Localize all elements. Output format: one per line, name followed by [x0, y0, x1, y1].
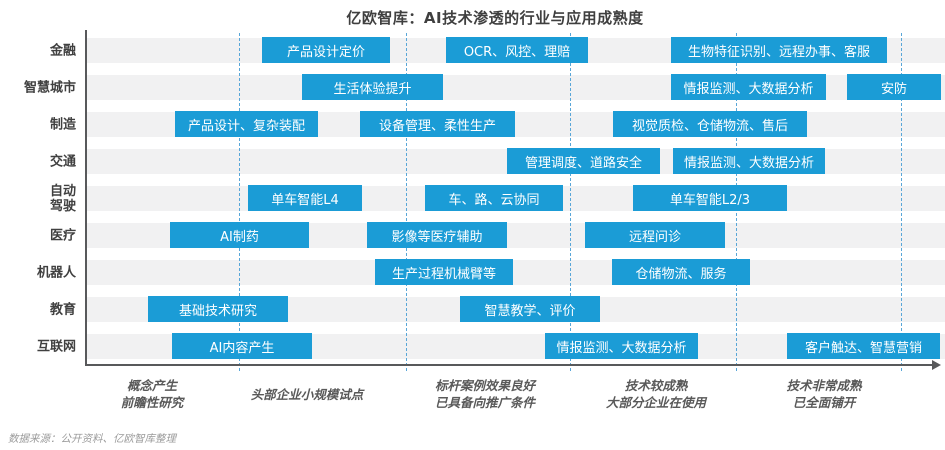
row-label-autonomous-driving: 自动 驾驶	[49, 183, 76, 214]
row-label-internet: 互联网	[36, 339, 76, 354]
app-box-internet-1: 情报监测、大数据分析	[545, 333, 698, 359]
app-box-finance-0: 产品设计定价	[262, 37, 390, 63]
app-box-education-0: 基础技术研究	[148, 296, 288, 322]
row-label-smart-city: 智慧城市	[23, 80, 76, 95]
row-label-healthcare: 医疗	[49, 228, 76, 243]
stage-label-line: 前瞻性研究	[120, 395, 184, 410]
app-box-internet-0: AI内容产生	[172, 333, 312, 359]
source-note: 数据来源：公开资料、亿欧智库整理	[8, 433, 176, 445]
app-box-finance-2: 生物特征识别、远程办事、客服	[671, 37, 887, 63]
app-box-robotics-0: 生产过程机械臂等	[375, 259, 513, 285]
app-box-smart-city-0: 生活体验提升	[302, 74, 443, 100]
app-box-smart-city-1: 情报监测、大数据分析	[671, 74, 826, 100]
app-box-internet-2: 客户触达、智慧营销	[787, 333, 940, 359]
stage-label-line: 头部企业小规模试点	[250, 386, 364, 402]
app-box-finance-1: OCR、风控、理赔	[446, 37, 588, 63]
app-box-autonomous-driving-2: 单车智能L2/3	[633, 185, 787, 211]
row-band-robotics	[86, 260, 945, 285]
app-box-manufacturing-1: 设备管理、柔性生产	[360, 111, 515, 137]
app-box-manufacturing-0: 产品设计、复杂装配	[175, 111, 318, 137]
stage-label-concept: 概念产生前瞻性研究	[121, 376, 184, 412]
chart-title: 亿欧智库：AI技术渗透的行业与应用成熟度	[346, 9, 644, 27]
stage-label-line: 大部分企业在使用	[605, 395, 707, 410]
app-box-healthcare-1: 影像等医疗辅助	[367, 222, 507, 248]
stage-label-fully-deployed: 技术非常成熟已全面铺开	[786, 376, 861, 412]
stage-divider-2	[570, 33, 571, 371]
stage-label-line: 已具备向推广条件	[434, 395, 536, 410]
stage-label-line: 概念产生	[126, 378, 178, 393]
app-box-manufacturing-2: 视觉质检、仓储物流、售后	[613, 111, 807, 137]
row-label-transportation: 交通	[49, 154, 76, 169]
app-box-healthcare-2: 远程问诊	[585, 222, 725, 248]
stage-label-ready-to-promote: 标杆案例效果良好已具备向推广条件	[435, 376, 535, 412]
x-axis-line	[85, 364, 934, 366]
app-box-education-1: 智慧教学、评价	[460, 296, 600, 322]
stage-label-pilot: 头部企业小规模试点	[251, 376, 364, 412]
app-box-smart-city-2: 安防	[847, 74, 941, 100]
stage-divider-0	[239, 33, 240, 371]
y-axis-line	[85, 30, 87, 364]
app-box-autonomous-driving-0: 单车智能L4	[248, 185, 362, 211]
stage-label-mature: 技术较成熟大部分企业在使用	[606, 376, 706, 412]
stage-label-line: 标杆案例效果良好	[434, 378, 536, 393]
stage-divider-4	[901, 33, 902, 371]
row-label-education: 教育	[49, 302, 76, 317]
row-label-manufacturing: 制造	[49, 117, 76, 132]
app-box-robotics-1: 仓储物流、服务	[612, 259, 750, 285]
app-box-healthcare-0: AI制药	[170, 222, 309, 248]
stage-label-line: 已全面铺开	[792, 395, 856, 410]
stage-divider-1	[406, 33, 407, 371]
row-label-robotics: 机器人	[36, 265, 76, 280]
stage-label-line: 技术较成熟	[624, 378, 688, 393]
app-box-autonomous-driving-1: 车、路、云协同	[425, 185, 563, 211]
app-box-transportation-0: 管理调度、道路安全	[507, 148, 660, 174]
row-label-finance: 金融	[49, 43, 76, 58]
app-box-transportation-1: 情报监测、大数据分析	[673, 148, 825, 174]
x-axis-arrow-icon	[932, 360, 941, 370]
stage-label-line: 技术非常成熟	[786, 378, 862, 393]
